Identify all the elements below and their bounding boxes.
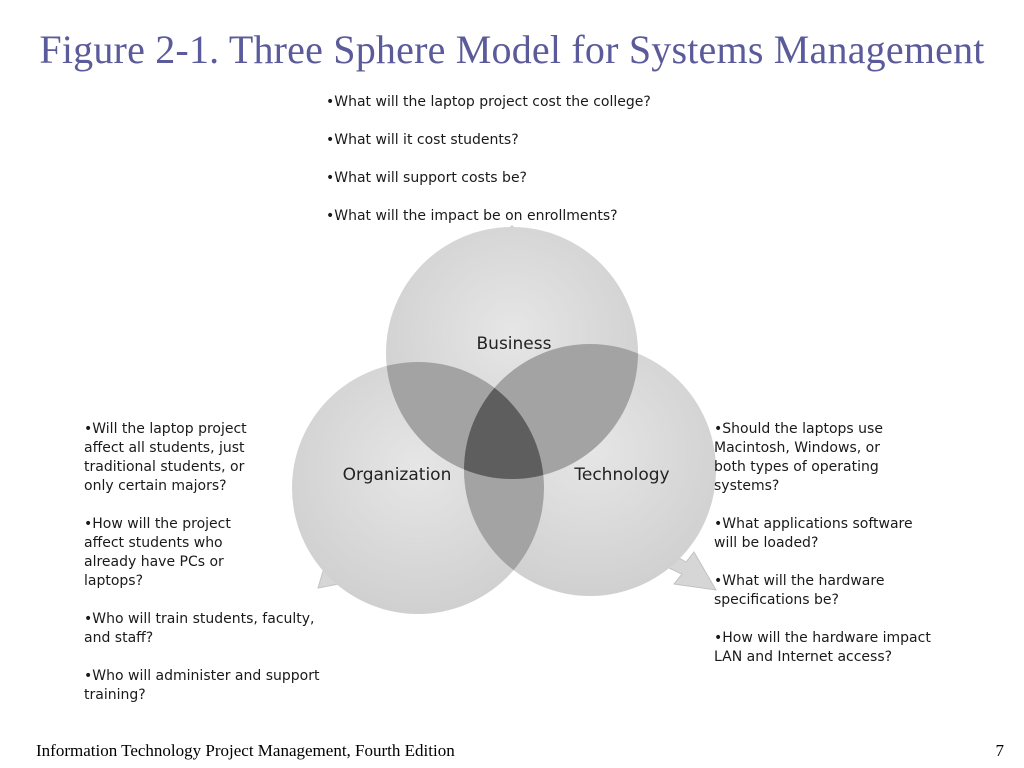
organization-label: Organization <box>343 465 452 485</box>
technology-question: •What applications software will be load… <box>714 516 913 551</box>
business-question: •What will the laptop project cost the c… <box>326 94 651 110</box>
technology-question: •Should the laptops use Macintosh, Windo… <box>714 421 883 494</box>
page-title: Figure 2-1. Three Sphere Model for Syste… <box>39 27 985 72</box>
technology-question: •What will the hardware specifications b… <box>714 573 885 608</box>
technology-label: Technology <box>573 465 669 485</box>
page-number: 7 <box>995 741 1005 760</box>
business-question: •What will the impact be on enrollments? <box>326 208 618 224</box>
organization-questions: •Will the laptop project affect all stud… <box>84 420 374 724</box>
business-label: Business <box>477 334 552 354</box>
organization-question: •Who will administer and support trainin… <box>84 668 320 703</box>
footer-source: Information Technology Project Managemen… <box>36 741 455 760</box>
organization-question: •Who will train students, faculty, and s… <box>84 611 315 646</box>
technology-question: •How will the hardware impact LAN and In… <box>714 630 931 665</box>
technology-questions: •Should the laptops use Macintosh, Windo… <box>714 420 994 686</box>
business-question: •What will it cost students? <box>326 132 519 148</box>
organization-question: •How will the project affect students wh… <box>84 516 231 589</box>
business-questions: •What will the laptop project cost the c… <box>326 93 746 245</box>
organization-question: •Will the laptop project affect all stud… <box>84 421 247 494</box>
business-question: •What will support costs be? <box>326 170 527 186</box>
